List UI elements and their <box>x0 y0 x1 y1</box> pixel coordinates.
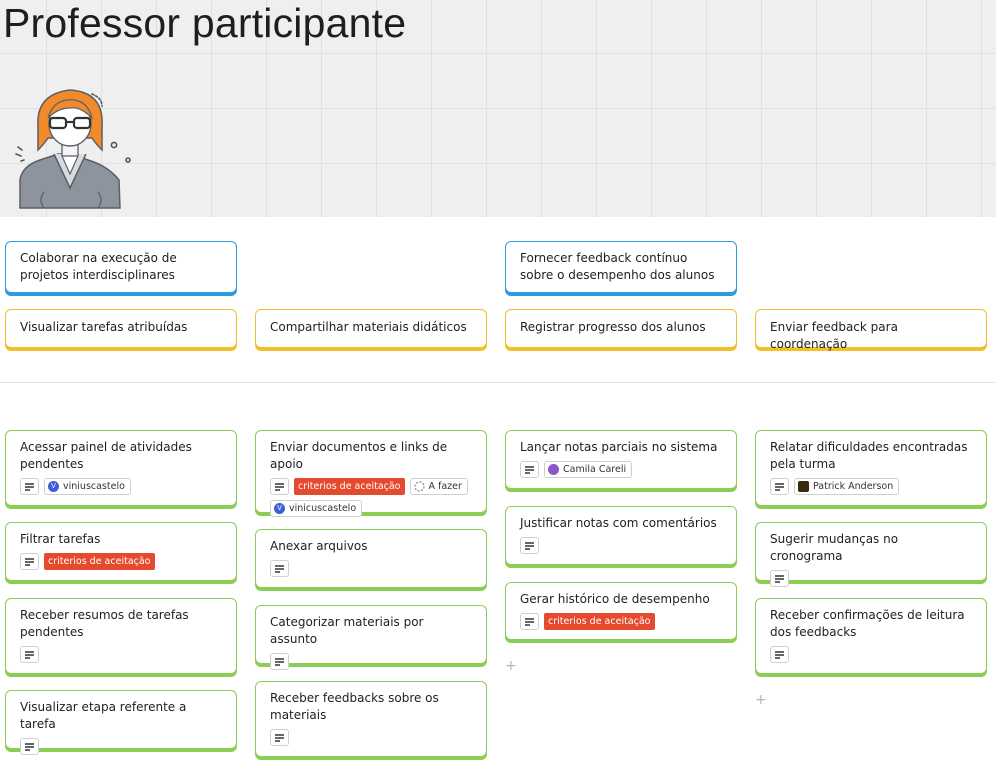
status-label: A fazer <box>428 481 462 492</box>
add-card-button[interactable]: + <box>505 658 517 674</box>
story-card[interactable]: Anexar arquivos <box>255 529 487 588</box>
card-text: Registrar progresso dos alunos <box>520 320 706 334</box>
description-icon <box>270 478 289 495</box>
card-text: Filtrar tarefas <box>20 532 101 546</box>
story-card[interactable]: Enviar documentos e links de apoio crite… <box>255 430 487 517</box>
assignee-name: vinicuscastelo <box>289 503 357 514</box>
user-avatar-icon: V <box>274 503 285 514</box>
acceptance-criteria-tag[interactable]: criterios de aceitação <box>544 613 655 630</box>
card-text: Anexar arquivos <box>270 539 368 553</box>
acceptance-criteria-tag[interactable]: criterios de aceitação <box>44 553 155 570</box>
assignee-name: Patrick Anderson <box>813 481 894 492</box>
card-text: Gerar histórico de desempenho <box>520 592 710 606</box>
story-card[interactable]: Receber resumos de tarefas pendentes <box>5 598 237 674</box>
story-card[interactable]: Visualizar etapa referente a tarefa <box>5 690 237 755</box>
page-title: Professor participante <box>3 0 407 46</box>
card-text: Lançar notas parciais no sistema <box>520 440 718 454</box>
teacher-avatar-illustration <box>15 89 131 209</box>
description-icon <box>20 646 39 663</box>
step-card[interactable]: Enviar feedback para coordenação <box>755 309 987 351</box>
card-text: Justificar notas com comentários <box>520 516 717 530</box>
description-icon <box>770 478 789 495</box>
assignee-name: viniuscastelo <box>63 481 125 492</box>
story-card[interactable]: Sugerir mudanças no cronograma <box>755 522 987 587</box>
card-text: Fornecer feedback contínuo sobre o desem… <box>520 251 715 282</box>
description-icon <box>520 613 539 630</box>
description-icon <box>770 646 789 663</box>
card-text: Enviar documentos e links de apoio <box>270 440 448 471</box>
step-card[interactable]: Compartilhar materiais didáticos <box>255 309 487 348</box>
persona-header: Professor participante <box>0 0 996 217</box>
status-chip[interactable]: A fazer <box>409 478 468 495</box>
story-card[interactable]: Receber feedbacks sobre os materiais <box>255 681 487 757</box>
card-text: Colaborar na execução de projetos interd… <box>20 251 177 282</box>
description-icon <box>20 478 39 495</box>
acceptance-criteria-tag[interactable]: criterios de aceitação <box>294 478 405 495</box>
card-text: Receber confirmações de leitura dos feed… <box>770 608 965 639</box>
story-card[interactable]: Acessar painel de atividades pendentes V… <box>5 430 237 506</box>
card-text: Acessar painel de atividades pendentes <box>20 440 192 471</box>
story-card[interactable]: Justificar notas com comentários <box>505 506 737 565</box>
todo-status-icon <box>413 481 425 492</box>
story-card[interactable]: Lançar notas parciais no sistema Camila … <box>505 430 737 489</box>
description-icon <box>20 738 39 755</box>
description-icon <box>270 729 289 746</box>
story-card[interactable]: Relatar dificuldades encontradas pela tu… <box>755 430 987 506</box>
card-text: Visualizar tarefas atribuídas <box>20 320 188 334</box>
user-avatar-icon <box>548 464 559 475</box>
card-text: Sugerir mudanças no cronograma <box>770 532 899 563</box>
card-text: Receber resumos de tarefas pendentes <box>20 608 189 639</box>
step-card[interactable]: Visualizar tarefas atribuídas <box>5 309 237 348</box>
card-text: Categorizar materiais por assunto <box>270 615 424 646</box>
card-text: Relatar dificuldades encontradas pela tu… <box>770 440 968 471</box>
assignee-name: Camila Careli <box>563 464 627 475</box>
release-divider <box>0 382 996 383</box>
card-text: Visualizar etapa referente a tarefa <box>20 700 187 731</box>
story-card[interactable]: Filtrar tarefas criterios de aceitação <box>5 522 237 581</box>
user-avatar-icon: V <box>48 481 59 492</box>
add-card-button[interactable]: + <box>755 692 767 708</box>
step-card[interactable]: Registrar progresso dos alunos <box>505 309 737 348</box>
description-icon <box>520 537 539 554</box>
activity-card[interactable]: Colaborar na execução de projetos interd… <box>5 241 237 293</box>
card-text: Enviar feedback para coordenação <box>770 320 898 351</box>
story-card[interactable]: Gerar histórico de desempenho criterios … <box>505 582 737 640</box>
card-text: Compartilhar materiais didáticos <box>270 320 467 334</box>
card-text: Receber feedbacks sobre os materiais <box>270 691 439 722</box>
description-icon <box>770 570 789 587</box>
assignee-chip[interactable]: Camila Careli <box>544 461 633 478</box>
description-icon <box>270 560 289 577</box>
story-card[interactable]: Categorizar materiais por assunto <box>255 605 487 670</box>
description-icon <box>270 653 289 670</box>
assignee-chip[interactable]: Patrick Anderson <box>794 478 900 495</box>
description-icon <box>20 553 39 570</box>
user-avatar-icon <box>798 481 809 492</box>
description-icon <box>520 461 539 478</box>
activity-card[interactable]: Fornecer feedback contínuo sobre o desem… <box>505 241 737 293</box>
story-card[interactable]: Receber confirmações de leitura dos feed… <box>755 598 987 674</box>
